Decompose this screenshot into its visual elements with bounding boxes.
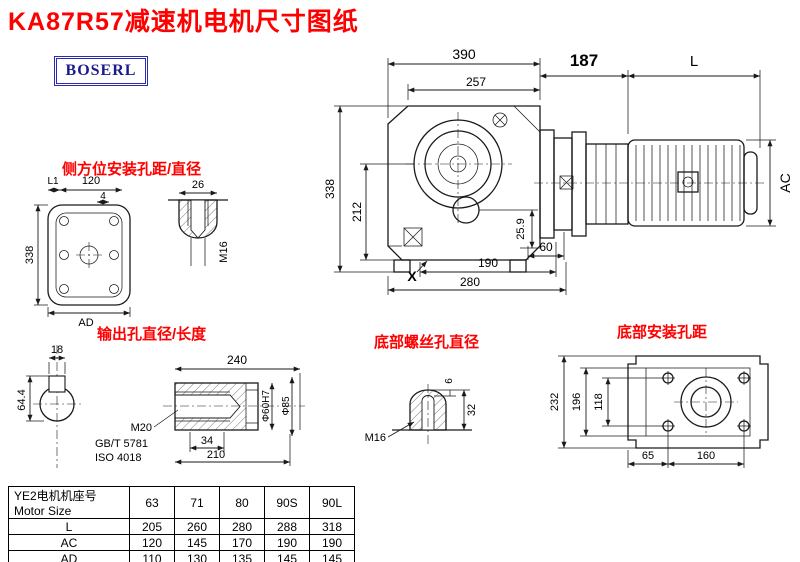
page-title: KA87R57减速机电机尺寸图纸 (8, 8, 359, 36)
table-cell: 318 (309, 518, 355, 535)
dim-hub: Φ85 (281, 396, 292, 416)
table-row-AC: AC 120 145 170 190 190 (8, 534, 355, 551)
table-cell: 205 (129, 518, 175, 535)
dim-190: 190 (478, 256, 498, 270)
table-size-90l: 90L (309, 486, 355, 519)
main-dimensions: 390 257 187 L AC 338 (323, 46, 793, 295)
dim-AC: AC (777, 173, 793, 192)
dim-18: 18 (51, 344, 63, 356)
mark-X: X (407, 268, 417, 284)
table-header-cell: YE2电机机座号 Motor Size (8, 486, 130, 519)
dim-25-9: 25.9 (515, 218, 527, 239)
dim-L1: L1 (47, 176, 59, 187)
row-label: AD (8, 550, 130, 562)
dim-210: 210 (207, 449, 225, 461)
table-cell: 170 (219, 534, 265, 551)
dim-M16-screw: M16 (365, 432, 386, 444)
dim-26: 26 (192, 179, 204, 191)
dim-187: 187 (570, 51, 598, 70)
side-hole-detail: 26 M16 (168, 179, 230, 266)
dim-120: 120 (82, 175, 100, 187)
dim-34: 34 (201, 435, 213, 447)
table-size-71: 71 (174, 486, 220, 519)
dim-257: 257 (466, 75, 486, 89)
table-cell: 145 (309, 550, 355, 562)
label-output-hole: 输出孔直径/长度 (97, 326, 207, 343)
table-row-AD: AD 110 130 135 145 145 (8, 550, 355, 562)
brand-logo: BOSERL (54, 56, 148, 86)
technical-drawing: 390 257 187 L AC 338 (16, 46, 793, 468)
label-bottom-mount: 底部安装孔距 (617, 324, 708, 341)
table-cell: 130 (174, 550, 220, 562)
table-row-L: L 205 260 280 288 318 (8, 518, 355, 535)
label-bottom-screw: 底部螺丝孔直径 (374, 334, 480, 351)
row-label: AC (8, 534, 130, 551)
motor-body (534, 139, 764, 227)
table-cell: 135 (219, 550, 265, 562)
dim-338-side: 338 (24, 246, 36, 264)
table-cell: 110 (129, 550, 175, 562)
table-cell: 145 (174, 534, 220, 551)
dim-280: 280 (460, 275, 480, 289)
dim-240: 240 (227, 353, 247, 367)
table-cell: 280 (219, 518, 265, 535)
dim-60: 60 (539, 240, 553, 254)
dim-6: 6 (444, 378, 455, 384)
dim-AD: AD (78, 317, 93, 329)
table-size-80: 80 (219, 486, 265, 519)
output-end-view: 18 64.4 (16, 344, 82, 468)
header-en: Motor Size (14, 504, 72, 518)
table-cell: 145 (264, 550, 310, 562)
dim-212: 212 (350, 202, 364, 222)
table-cell: 260 (174, 518, 220, 535)
label-side-mount: 侧方位安装孔距/直径 (62, 161, 202, 178)
dim-M16-side: M16 (218, 241, 230, 262)
dim-M20: M20 (131, 422, 152, 434)
bottom-screw-view: 6 32 M16 (365, 378, 478, 446)
table-header-row: YE2电机机座号 Motor Size 63 71 80 90S 90L (8, 486, 355, 519)
table-cell: 190 (264, 534, 310, 551)
table-size-63: 63 (129, 486, 175, 519)
dim-32: 32 (466, 404, 478, 416)
output-profile-view: 240 34 210 M20 GB/T 5781 ISO 4018 Φ60H7 … (95, 353, 305, 466)
row-label: L (8, 518, 130, 535)
dim-196: 196 (571, 393, 583, 411)
std-gb: GB/T 5781 (95, 438, 148, 450)
motor-adapter (539, 129, 629, 239)
dim-232: 232 (549, 393, 561, 411)
table-cell: 288 (264, 518, 310, 535)
dim-L: L (690, 53, 698, 70)
main-front-view: 390 257 187 L AC 338 (323, 46, 793, 295)
table-cell: 120 (129, 534, 175, 551)
dim-64-4: 64.4 (16, 389, 28, 410)
dim-338-main: 338 (323, 179, 337, 199)
dim-4: 4 (100, 191, 106, 202)
dim-390: 390 (452, 46, 476, 62)
bottom-mount-view: 232 196 118 65 160 (549, 355, 769, 468)
gearbox-housing (387, 105, 541, 273)
table-cell: 190 (309, 534, 355, 551)
dim-160: 160 (697, 450, 715, 462)
dim-65: 65 (642, 450, 654, 462)
dim-118: 118 (593, 393, 605, 411)
std-iso: ISO 4018 (95, 452, 141, 464)
motor-size-table: YE2电机机座号 Motor Size 63 71 80 90S 90L L 2… (8, 486, 355, 562)
side-flange-view: L1 120 4 338 AD (24, 175, 131, 329)
table-size-90s: 90S (264, 486, 310, 519)
header-cn: YE2电机机座号 (14, 489, 97, 503)
dim-bore: Φ60H7 (261, 390, 272, 422)
